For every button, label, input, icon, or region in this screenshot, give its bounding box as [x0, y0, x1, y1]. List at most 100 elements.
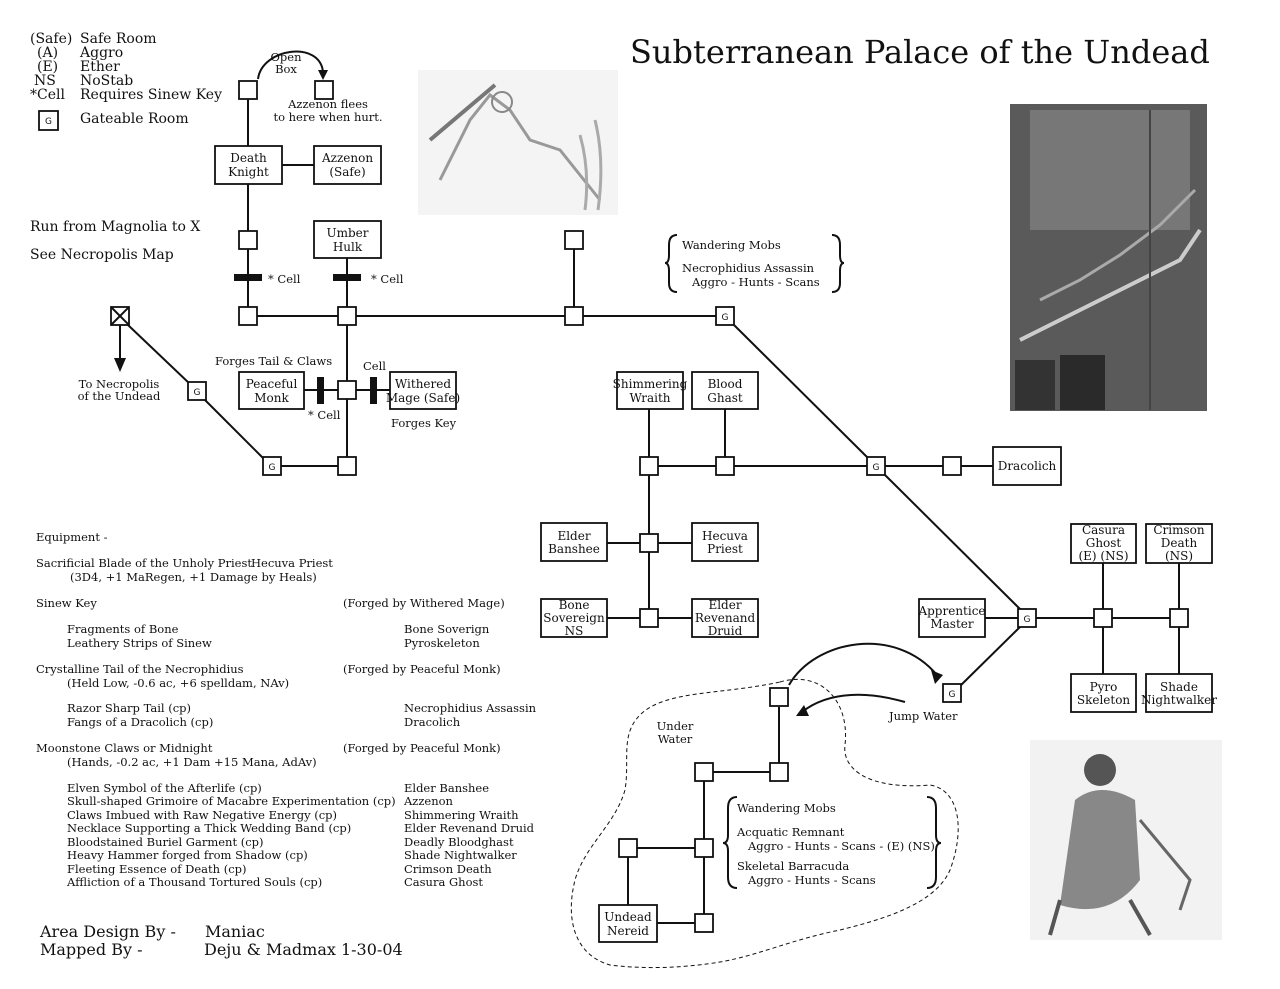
- component-item: Leathery Strips of Sinew: [67, 636, 212, 650]
- legend-value: Requires Sinew Key: [80, 87, 222, 103]
- arrow-down-icon: [114, 358, 126, 372]
- room-label: Peaceful: [246, 377, 298, 391]
- equipment-forge: (Forged by Peaceful Monk): [343, 662, 501, 676]
- wandering-flags: Aggro - Hunts - Scans: [747, 873, 876, 887]
- legend-value: Safe Room: [80, 31, 157, 47]
- room-square[interactable]: [618, 838, 638, 858]
- room-square[interactable]: [639, 533, 659, 553]
- component-source: Shimmering Wraith: [404, 808, 519, 822]
- room-bone-sovereign[interactable]: Bone Sovereign NS: [540, 598, 608, 638]
- room-square[interactable]: [694, 762, 714, 782]
- room-withered-mage[interactable]: Withered Mage (Safe): [386, 371, 460, 410]
- map-title: Subterranean Palace of the Undead: [630, 33, 1210, 71]
- gate-room[interactable]: [942, 683, 962, 703]
- equipment-header: Equipment -: [36, 530, 108, 544]
- component-item: Fleeting Essence of Death (cp): [67, 862, 246, 876]
- component-item: Bloodstained Buriel Garment (cp): [67, 835, 264, 849]
- cell-door-bar: [370, 377, 377, 404]
- room-blood-ghast[interactable]: Blood Ghast: [691, 371, 759, 410]
- room-pyro-skeleton[interactable]: Pyro Skeleton: [1070, 673, 1137, 713]
- gate-symbol: G: [873, 463, 880, 473]
- wandering-mobs-1: Wandering Mobs Necrophidius Assassin Agg…: [664, 234, 845, 293]
- room-label: (Safe): [329, 165, 365, 179]
- room-square[interactable]: [1169, 608, 1189, 628]
- room-square[interactable]: [337, 380, 357, 400]
- gate-symbol: G: [1024, 615, 1031, 625]
- room-label: Shade: [1160, 680, 1198, 694]
- room-shade-nightwalker[interactable]: Shade Nightwalker: [1141, 673, 1217, 713]
- room-square[interactable]: [238, 230, 258, 250]
- room-square[interactable]: [238, 80, 258, 100]
- start-x-room[interactable]: [110, 306, 130, 326]
- component-source: Deadly Bloodghast: [404, 835, 514, 849]
- room-umber-hulk[interactable]: Umber Hulk: [313, 220, 382, 259]
- room-label: Wraith: [629, 391, 670, 405]
- room-square[interactable]: [769, 687, 789, 707]
- room-square[interactable]: [564, 230, 584, 250]
- room-shimmering-wraith[interactable]: Shimmering Wraith: [613, 371, 688, 410]
- equipment-stats: (Hands, -0.2 ac, +1 Dam +15 Mana, AdAv): [67, 755, 317, 769]
- room-square[interactable]: [639, 456, 659, 476]
- room-square[interactable]: [694, 913, 714, 933]
- component-source: Elder Banshee: [404, 781, 489, 795]
- legend-key: (Safe): [30, 31, 72, 47]
- arrow-left-icon: [796, 705, 809, 716]
- arrow-right-icon: [931, 670, 943, 684]
- to-necropolis-note: To Necropolis: [79, 377, 160, 391]
- under-water-label: Under: [657, 719, 694, 733]
- equipment-stats: (3D4, +1 MaRegen, +1 Damage by Heals): [70, 570, 317, 584]
- room-hecuva-priest[interactable]: Hecuva Priest: [691, 522, 759, 562]
- room-peaceful-monk[interactable]: Peaceful Monk: [238, 371, 305, 410]
- component-source: Crimson Death: [404, 862, 492, 876]
- room-azzenon[interactable]: Azzenon (Safe): [313, 145, 382, 185]
- room-elder-banshee[interactable]: Elder Banshee: [540, 522, 608, 562]
- component-item: Fragments of Bone: [67, 622, 179, 636]
- gateable-room-label: Gateable Room: [80, 111, 189, 127]
- room-square[interactable]: [564, 306, 584, 326]
- room-square[interactable]: [337, 456, 357, 476]
- gate-room[interactable]: [187, 381, 207, 401]
- room-undead-nereid[interactable]: Undead Nereid: [598, 904, 658, 943]
- room-dracolich[interactable]: Dracolich: [992, 446, 1062, 486]
- design-label: Area Design By -: [39, 922, 176, 941]
- gate-room[interactable]: [262, 456, 282, 476]
- room-casura-ghost[interactable]: Casura Ghost (E) (NS): [1070, 523, 1137, 564]
- room-label: Skeleton: [1077, 693, 1131, 707]
- mapped-label: Mapped By -: [40, 940, 143, 959]
- room-square[interactable]: [769, 762, 789, 782]
- room-elder-revenand-druid[interactable]: Elder Revenand Druid: [691, 598, 759, 638]
- equipment-item: Sacrificial Blade of the Unholy Priest: [36, 556, 252, 570]
- room-label: Bone: [559, 598, 590, 612]
- room-label: Elder: [557, 529, 590, 543]
- gate-legend-box: [38, 110, 59, 131]
- jump-water-note: Jump Water: [888, 709, 958, 723]
- component-source: Necrophidius Assassin: [404, 701, 537, 715]
- room-label: Blood: [708, 377, 743, 391]
- room-label: Ghost: [1086, 536, 1122, 550]
- room-square[interactable]: [337, 306, 357, 326]
- run-from-note: Run from Magnolia to X: [30, 219, 200, 235]
- room-apprentice-master[interactable]: Apprentice Master: [917, 598, 986, 638]
- room-death-knight[interactable]: Death Knight: [214, 145, 283, 185]
- gate-room[interactable]: [866, 456, 886, 476]
- skeleton-knight-illustration: [418, 70, 618, 215]
- equipment-forge: (Forged by Peaceful Monk): [343, 741, 501, 755]
- arrow-down-icon: [318, 70, 328, 80]
- azzenon-flees-note: to here when hurt.: [273, 110, 382, 124]
- room-label: Priest: [707, 542, 743, 556]
- cell-note: Cell: [363, 359, 386, 373]
- connections: [127, 99, 1180, 924]
- room-label: Hulk: [333, 240, 363, 254]
- room-square[interactable]: [1093, 608, 1113, 628]
- room-square[interactable]: [639, 608, 659, 628]
- room-square[interactable]: [715, 456, 735, 476]
- legend-key: (A): [37, 45, 58, 61]
- room-square[interactable]: [694, 838, 714, 858]
- room-square[interactable]: [942, 456, 962, 476]
- room-square[interactable]: [238, 306, 258, 326]
- gate-room[interactable]: [1017, 608, 1037, 628]
- room-square[interactable]: [314, 80, 334, 100]
- room-crimson-death[interactable]: Crimson Death (NS): [1145, 523, 1213, 564]
- gate-room[interactable]: [715, 306, 735, 326]
